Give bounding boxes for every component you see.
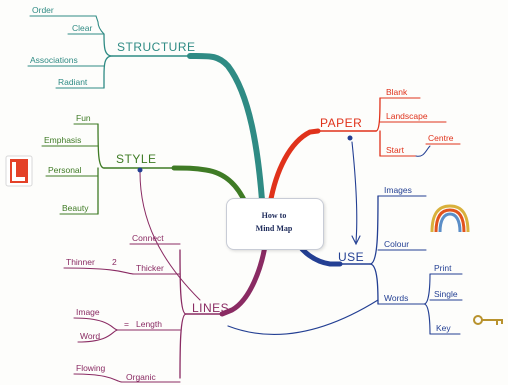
thinner-number: 2 (112, 257, 117, 267)
associations-label: Associations (30, 55, 78, 65)
order-label: Order (32, 5, 54, 15)
lines-style-connector (139, 171, 201, 301)
letter-l-icon (5, 155, 33, 187)
single-label: Single (434, 289, 458, 299)
beauty-label: Beauty (62, 203, 89, 213)
central-title-line-1: How to (261, 211, 287, 220)
paper-use-arrow (351, 141, 358, 243)
structure-main-branch (187, 52, 265, 203)
fun-label: Fun (76, 113, 91, 123)
organic-label: Organic (126, 372, 156, 382)
word-label: Word (80, 331, 101, 341)
key-icon (473, 315, 503, 325)
flowing-label: Flowing (76, 363, 106, 373)
emphasis-label: Emphasis (44, 135, 82, 145)
central-title-line-2: Mind Map (255, 224, 293, 233)
thinner-underline (63, 267, 135, 275)
paper-split (375, 97, 381, 157)
connect-label: Connect (132, 233, 164, 243)
print-label: Print (434, 263, 452, 273)
clear-label: Clear (72, 23, 93, 33)
flowing-underline (73, 373, 123, 383)
central-node (226, 198, 324, 250)
order-clear-fork (95, 15, 105, 35)
image-word-split (73, 317, 119, 343)
lines-use-connector (227, 299, 379, 335)
images-label: Images (384, 185, 412, 195)
length-label: Length (136, 319, 162, 329)
words-label: Words (384, 293, 409, 303)
equals-label: = (124, 319, 129, 329)
paper-main-branch (267, 128, 321, 207)
words-split (423, 273, 431, 335)
colour-label: Colour (384, 239, 410, 249)
use-split (369, 195, 379, 305)
lines-label: LINES (192, 301, 230, 315)
paper-use-arrowhead (351, 235, 361, 246)
blank-label: Blank (386, 87, 408, 97)
lines-split (179, 249, 187, 379)
rainbow-icon (430, 204, 470, 233)
thinner-label: Thinner (66, 257, 95, 267)
landscape-label: Landscape (386, 111, 428, 121)
key-label: Key (436, 323, 451, 333)
structure-split (103, 33, 113, 89)
personal-label: Personal (48, 165, 82, 175)
style-split (97, 123, 105, 215)
start-centre-connector (415, 145, 431, 157)
style-main-branch (171, 165, 249, 207)
style-label: STYLE (116, 152, 157, 166)
thicker-label: Thicker (136, 263, 164, 273)
paper-label: PAPER (320, 116, 363, 130)
start-label: Start (386, 145, 404, 155)
structure-label: STRUCTURE (117, 40, 196, 54)
radiant-label: Radiant (58, 77, 88, 87)
use-label: USE (338, 250, 365, 264)
centre-label: Centre (428, 133, 454, 143)
image-label: Image (76, 307, 100, 317)
